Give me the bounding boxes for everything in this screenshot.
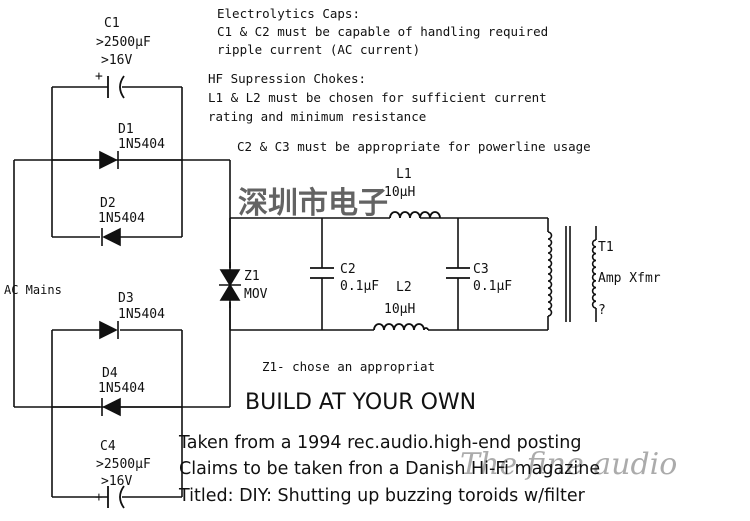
caps-note-line2: ripple current (AC current) — [217, 42, 420, 57]
watermark: 深圳市电子 The fine audio — [238, 186, 677, 482]
d4-part: 1N5404 — [98, 381, 145, 396]
l2-value: 10µH — [384, 302, 415, 317]
d1-name: D1 — [118, 122, 134, 137]
c4-value: >2500µF — [96, 457, 151, 472]
diode-d2-symbol — [101, 227, 121, 247]
capacitor-c4-symbol — [107, 485, 125, 509]
c2-name: C2 — [340, 262, 356, 277]
watermark-script: The fine audio — [460, 447, 677, 482]
z1-type: MOV — [244, 287, 268, 302]
chokes-note-title: HF Supression Chokes: — [208, 71, 366, 86]
l2-name: L2 — [396, 280, 412, 295]
wires — [13, 86, 549, 498]
chokes-note-line2: rating and minimum resistance — [208, 109, 426, 124]
d2-name: D2 — [100, 196, 116, 211]
source-line3: Titled: DIY: Shutting up buzzing toroids… — [178, 486, 586, 506]
d1-part: 1N5404 — [118, 137, 165, 152]
c1-polarity: + — [95, 69, 103, 84]
t1-desc: Amp Xfmr — [598, 271, 661, 286]
c1-name: C1 — [104, 16, 120, 31]
watermark-chinese: 深圳市电子 — [238, 186, 388, 221]
c1-voltage: >16V — [101, 53, 132, 68]
caps-note-title: Electrolytics Caps: — [217, 6, 360, 21]
l1-value: 10µH — [384, 185, 415, 200]
c3-value: 0.1µF — [473, 279, 512, 294]
c2-value: 0.1µF — [340, 279, 379, 294]
d3-name: D3 — [118, 291, 134, 306]
c4-name: C4 — [100, 439, 116, 454]
c2c3-note: C2 & C3 must be appropriate for powerlin… — [237, 139, 591, 154]
build-warning: BUILD AT YOUR OWN — [245, 390, 476, 415]
capacitor-c3-symbol — [446, 267, 470, 279]
c4-polarity: + — [95, 490, 103, 505]
transformer-t1-symbol — [547, 226, 597, 322]
chokes-note-line1: L1 & L2 must be chosen for sufficient cu… — [208, 90, 547, 105]
footer-block: BUILD AT YOUR OWN Taken from a 1994 rec.… — [178, 390, 600, 506]
c1-value: >2500µF — [96, 35, 151, 50]
notes-block: Electrolytics Caps: C1 & C2 must be capa… — [208, 6, 591, 374]
diode-d4-symbol — [101, 397, 121, 417]
inductor-l2-symbol — [373, 323, 429, 331]
z1-note: Z1- chose an appropriat — [262, 359, 435, 374]
capacitor-c2-symbol — [310, 267, 334, 279]
ac-mains-label: AC Mains — [4, 283, 62, 297]
c3-name: C3 — [473, 262, 489, 277]
d3-part: 1N5404 — [118, 307, 165, 322]
diode-d3-symbol — [99, 320, 119, 340]
t1-name: T1 — [598, 240, 614, 255]
t1-question: ? — [598, 303, 606, 318]
l1-name: L1 — [396, 167, 412, 182]
source-line1: Taken from a 1994 rec.audio.high-end pos… — [178, 433, 581, 453]
source-line2: Claims to be taken fron a Danish Hi-Fi m… — [179, 459, 600, 479]
d4-name: D4 — [102, 366, 118, 381]
diode-d1-symbol — [99, 150, 119, 170]
mov-z1-symbol — [219, 262, 241, 308]
c4-voltage: >16V — [101, 474, 132, 489]
d2-part: 1N5404 — [98, 211, 145, 226]
capacitor-c1-symbol — [107, 75, 125, 99]
inductor-l1-symbol — [389, 211, 441, 219]
component-labels: C1 >2500µF >16V + D1 1N5404 D2 1N5404 D3… — [4, 16, 661, 505]
caps-note-line1: C1 & C2 must be capable of handling requ… — [217, 24, 548, 39]
z1-name: Z1 — [244, 269, 260, 284]
